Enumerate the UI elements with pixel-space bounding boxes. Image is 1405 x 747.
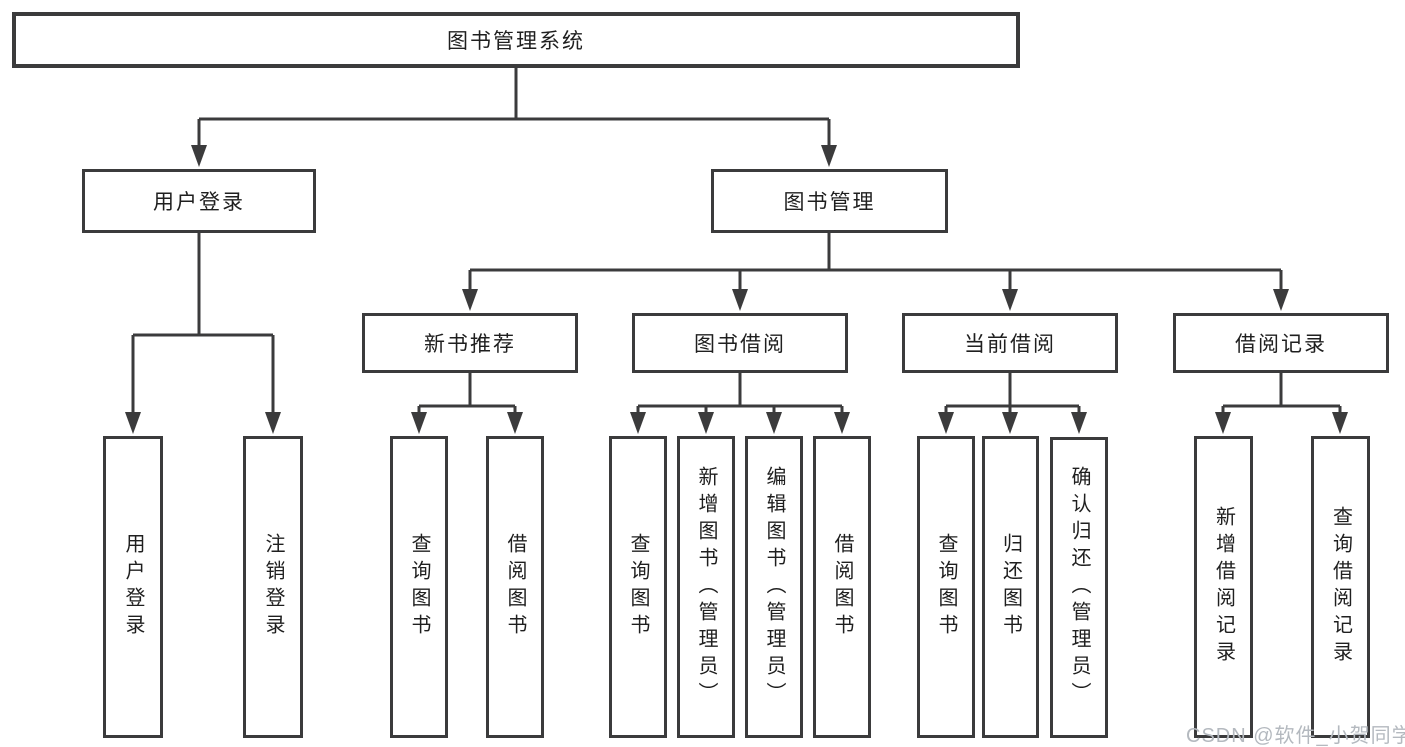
leaf-user-login-label: 用户登录	[122, 533, 144, 641]
leaf-query-record: 查询借阅记录	[1311, 436, 1370, 738]
node-book-mgmt-label: 图书管理	[783, 191, 876, 214]
leaf-borrow-query-label: 查询图书	[627, 533, 649, 641]
leaf-logout-label: 注销登录	[262, 533, 284, 641]
node-current-borrowing: 当前借阅	[902, 313, 1118, 373]
node-borrow-records: 借阅记录	[1173, 313, 1389, 373]
node-book-borrowing-label: 图书借阅	[694, 333, 786, 356]
node-new-books: 新书推荐	[362, 313, 578, 373]
node-user-login-label: 用户登录	[153, 191, 245, 214]
leaf-current-query-label: 查询图书	[935, 533, 957, 641]
leaf-confirm-return-admin-label: 确认归还（管理员）	[1068, 466, 1090, 709]
leaf-query-record-label: 查询借阅记录	[1329, 506, 1352, 668]
csdn-watermark: CSDN @软件_小贺同学	[1186, 725, 1405, 747]
leaf-borrow-edit-admin: 编辑图书（管理员）	[745, 436, 803, 738]
leaf-logout: 注销登录	[243, 436, 303, 738]
leaf-newbooks-borrow: 借阅图书	[486, 436, 544, 738]
node-book-borrowing: 图书借阅	[632, 313, 848, 373]
node-book-mgmt: 图书管理	[711, 169, 948, 233]
node-root: 图书管理系统	[12, 12, 1020, 68]
leaf-return-book-label: 归还图书	[999, 533, 1022, 641]
leaf-user-login: 用户登录	[103, 436, 163, 738]
leaf-current-query: 查询图书	[917, 436, 975, 738]
node-current-borrowing-label: 当前借阅	[964, 333, 1056, 356]
leaf-add-record: 新增借阅记录	[1194, 436, 1253, 738]
node-user-login: 用户登录	[82, 169, 316, 233]
node-borrow-records-label: 借阅记录	[1235, 333, 1327, 356]
leaf-newbooks-query-label: 查询图书	[408, 533, 430, 641]
leaf-newbooks-borrow-label: 借阅图书	[504, 533, 526, 641]
leaf-return-book: 归还图书	[982, 436, 1039, 738]
leaf-newbooks-query: 查询图书	[390, 436, 448, 738]
leaf-borrow-book: 借阅图书	[813, 436, 871, 738]
leaf-borrow-add-admin-label: 新增图书（管理员）	[695, 465, 717, 709]
leaf-borrow-query: 查询图书	[609, 436, 667, 738]
tree-skeleton-lines	[133, 68, 1340, 408]
node-root-label: 图书管理系统	[447, 30, 585, 53]
leaf-borrow-edit-admin-label: 编辑图书（管理员）	[763, 465, 785, 709]
node-new-books-label: 新书推荐	[424, 333, 516, 356]
leaf-borrow-add-admin: 新增图书（管理员）	[677, 436, 735, 738]
leaf-confirm-return-admin: 确认归还（管理员）	[1050, 437, 1108, 738]
leaf-borrow-book-label: 借阅图书	[831, 533, 853, 641]
leaf-add-record-label: 新增借阅记录	[1212, 506, 1235, 668]
